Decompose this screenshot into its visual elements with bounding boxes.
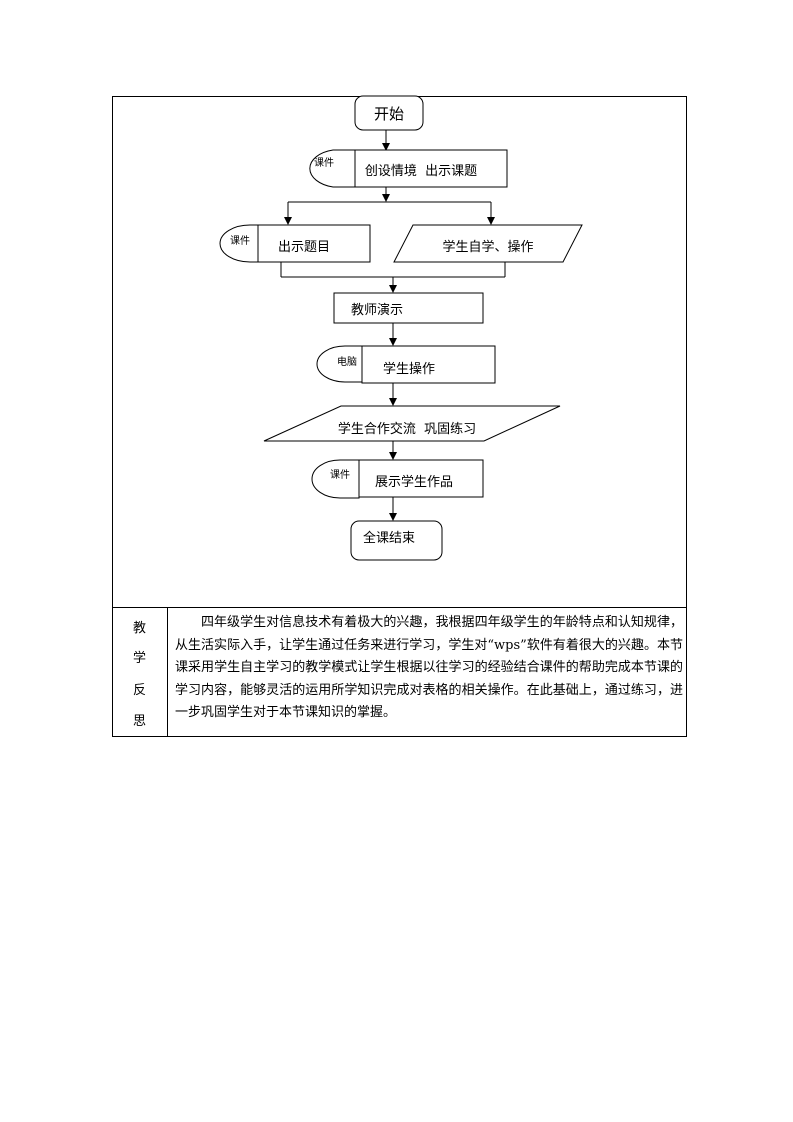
reflection-label-char-3: 反 bbox=[132, 683, 146, 698]
teaching-flowchart: 开始 课件 创设情境 出示课题 课件 出示题目 学生自学、操作 教师演示 电脑 bbox=[219, 95, 583, 561]
step-4-label: 学生操作 bbox=[383, 361, 435, 377]
step-6-box bbox=[358, 459, 484, 498]
step-4-box bbox=[361, 345, 496, 384]
table-column-divider bbox=[167, 607, 168, 737]
reflection-label-char-4: 思 bbox=[132, 714, 146, 729]
courseware-tag-1 bbox=[309, 149, 356, 188]
courseware-tag-3 bbox=[311, 459, 360, 499]
end-node bbox=[350, 520, 443, 561]
step-5-label: 学生合作交流 巩固练习 bbox=[338, 421, 476, 437]
courseware-tag-3-label: 课件 bbox=[330, 469, 350, 481]
table-row-divider bbox=[112, 607, 687, 608]
step-3-label: 教师演示 bbox=[351, 302, 403, 318]
computer-tag bbox=[316, 345, 363, 383]
step-2b-label: 学生自学、操作 bbox=[442, 239, 533, 255]
step-5-parallelogram bbox=[263, 405, 561, 442]
computer-tag-label: 电脑 bbox=[337, 355, 357, 368]
step-3-box bbox=[333, 292, 484, 324]
step-1-box bbox=[354, 149, 508, 188]
step-2a-label: 出示题目 bbox=[278, 240, 330, 255]
reflection-text: 四年级学生对信息技术有着极大的兴趣，我根据四年级学生的年龄特点和认知规律，从生活… bbox=[175, 615, 683, 720]
step-6-label: 展示学生作品 bbox=[375, 474, 453, 490]
step-1-label: 创设情境 出示课题 bbox=[365, 164, 477, 179]
step-2b-parallelogram bbox=[393, 224, 583, 263]
reflection-label-char-2: 学 bbox=[132, 651, 146, 666]
reflection-label-char-1: 教 bbox=[132, 621, 146, 636]
step-2a-box bbox=[257, 224, 371, 263]
start-label: 开始 bbox=[374, 105, 404, 123]
courseware-tag-1-label: 课件 bbox=[314, 157, 334, 169]
start-node bbox=[354, 95, 424, 131]
end-label: 全课结束 bbox=[363, 530, 415, 546]
courseware-tag-2-label: 课件 bbox=[230, 235, 250, 247]
courseware-tag-2 bbox=[219, 224, 259, 263]
